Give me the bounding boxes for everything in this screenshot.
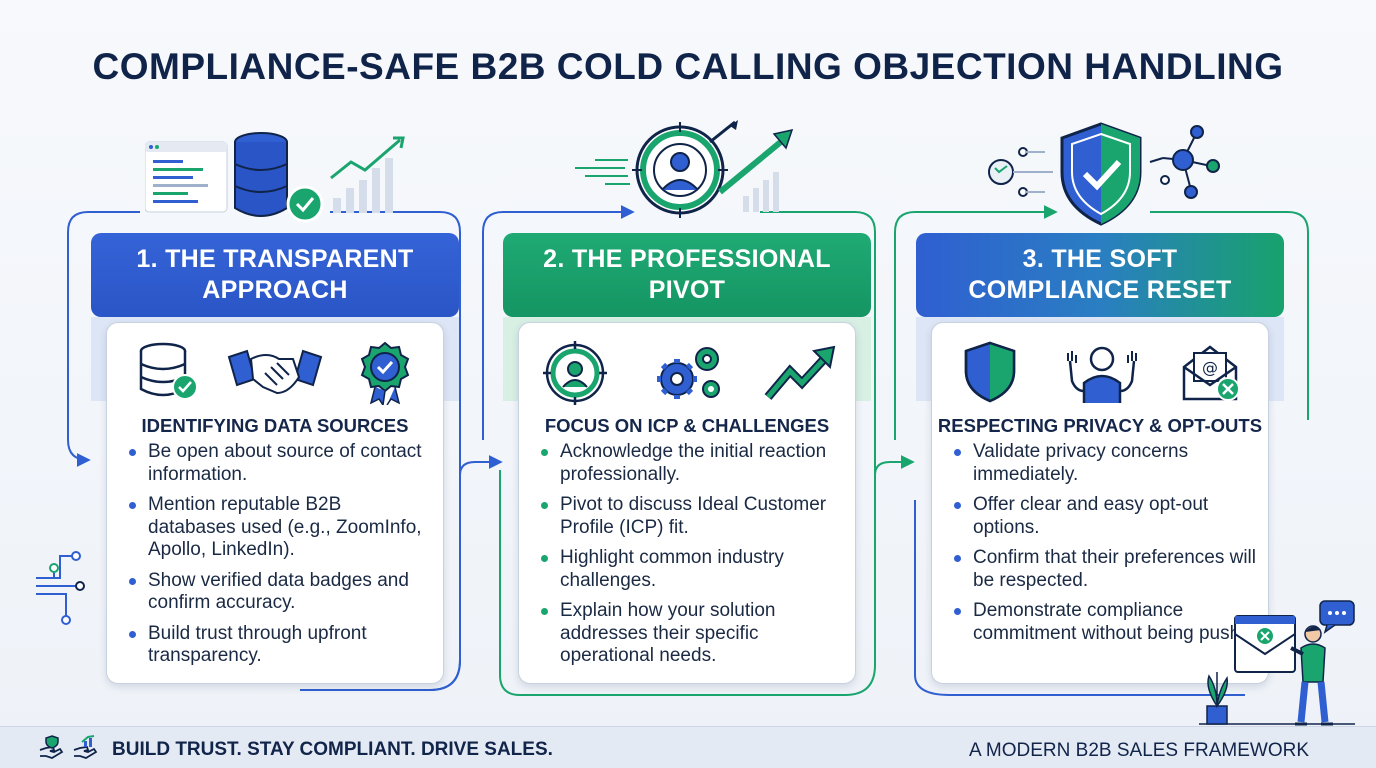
person-email-illustration-icon xyxy=(1199,600,1355,726)
trend-arrow-icon xyxy=(764,345,836,400)
data-source-illustration-icon xyxy=(145,132,405,223)
footer-tagline: BUILD TRUST. STAY COMPLIANT. DRIVE SALES… xyxy=(112,739,553,760)
column-2-heading: 2. THE PROFESSIONAL PIVOT xyxy=(503,233,871,317)
gears-icon xyxy=(657,347,720,399)
column-3-card: @ RESPECTING PRIVACY & OPT-OUTS Validate… xyxy=(931,322,1269,684)
list-item: Acknowledge the initial reaction profess… xyxy=(539,441,843,486)
list-item: Be open about source of contact informat… xyxy=(127,441,431,486)
column-2-subheading: FOCUS ON ICP & CHALLENGES xyxy=(544,415,830,436)
page-title: COMPLIANCE-SAFE B2B COLD CALLING OBJECTI… xyxy=(92,46,1284,87)
list-item: Confirm that their preferences will be r… xyxy=(952,547,1256,592)
growth-hand-icon xyxy=(73,735,98,759)
list-item: Mention reputable B2B databases used (e.… xyxy=(127,494,431,562)
email-optout-icon: @ xyxy=(1182,345,1240,401)
list-item: Pivot to discuss Ideal Customer Profile … xyxy=(539,494,843,539)
trust-hand-icon xyxy=(39,735,64,759)
column-3-subheading: RESPECTING PRIVACY & OPT-OUTS xyxy=(937,415,1263,436)
list-item: Demonstrate compliance commitment withou… xyxy=(952,600,1256,645)
list-item: Highlight common industry challenges. xyxy=(539,547,843,592)
footer-framework-label: A MODERN B2B SALES FRAMEWORK xyxy=(969,740,1309,761)
privacy-shield-illustration-icon xyxy=(988,122,1220,226)
target-person-icon xyxy=(543,341,607,405)
column-1-card: IDENTIFYING DATA SOURCES Be open about s… xyxy=(106,322,444,684)
list-item: Validate privacy concerns immediately. xyxy=(952,441,1256,486)
list-item: Offer clear and easy opt-out options. xyxy=(952,494,1256,539)
column-2-card: FOCUS ON ICP & CHALLENGES Acknowledge th… xyxy=(518,322,856,684)
column-1-heading: 1. THE TRANSPARENT APPROACH xyxy=(91,233,459,317)
footer-bar: BUILD TRUST. STAY COMPLIANT. DRIVE SALES… xyxy=(0,726,1376,768)
shield-icon xyxy=(964,341,1016,403)
list-item: Build trust through upfront transparency… xyxy=(127,623,431,668)
column-3-heading: 3. THE SOFT COMPLIANCE RESET xyxy=(916,233,1284,317)
target-growth-illustration-icon xyxy=(575,120,794,218)
column-3-bullets: Validate privacy concerns immediately. O… xyxy=(952,441,1256,653)
column-2-bullets: Acknowledge the initial reaction profess… xyxy=(539,441,843,676)
circuit-decoration-icon xyxy=(36,551,85,625)
database-check-icon xyxy=(139,342,198,400)
list-item: Show verified data badges and confirm ac… xyxy=(127,570,431,615)
svg-text:@: @ xyxy=(1202,358,1218,377)
verified-badge-icon xyxy=(360,341,410,405)
raised-hands-person-icon xyxy=(1067,346,1137,403)
column-1-subheading: IDENTIFYING DATA SOURCES xyxy=(141,415,409,436)
connector-2-to-3 xyxy=(874,455,915,665)
list-item: Explain how your solution addresses thei… xyxy=(539,600,843,668)
column-1-bullets: Be open about source of contact informat… xyxy=(127,441,431,676)
handshake-icon xyxy=(227,349,323,395)
